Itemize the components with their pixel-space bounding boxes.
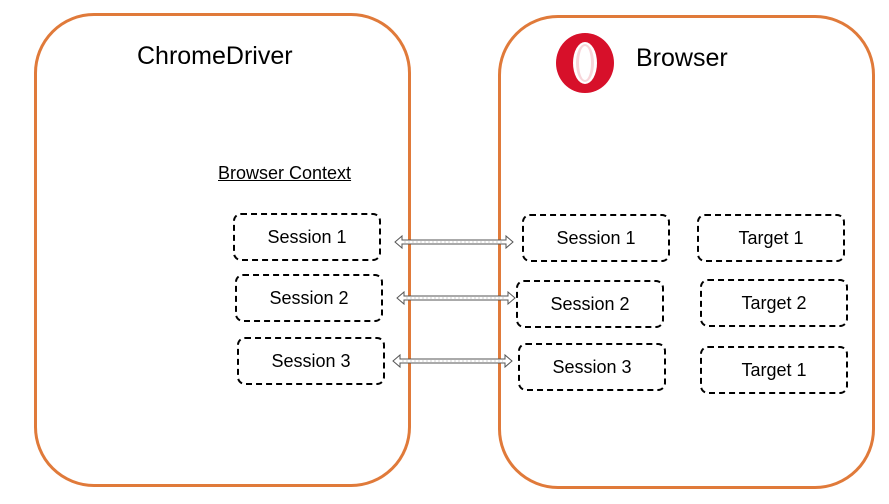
driver-session-box: Session 1 <box>233 213 381 261</box>
browser-context-label: Browser Context <box>218 163 352 183</box>
target-box: Target 2 <box>700 279 848 327</box>
driver-session-box: Session 3 <box>237 337 385 385</box>
browser-session-box: Session 3 <box>518 343 666 391</box>
opera-icon <box>556 33 614 93</box>
target-box: Target 1 <box>700 346 848 394</box>
driver-session-box: Session 2 <box>235 274 383 322</box>
chromedriver-title: ChromeDriver <box>137 42 293 70</box>
double-arrow <box>392 353 513 369</box>
browser-title: Browser <box>636 44 728 72</box>
target-box: Target 1 <box>697 214 845 262</box>
browser-session-box: Session 2 <box>516 280 664 328</box>
browser-session-box: Session 1 <box>522 214 670 262</box>
